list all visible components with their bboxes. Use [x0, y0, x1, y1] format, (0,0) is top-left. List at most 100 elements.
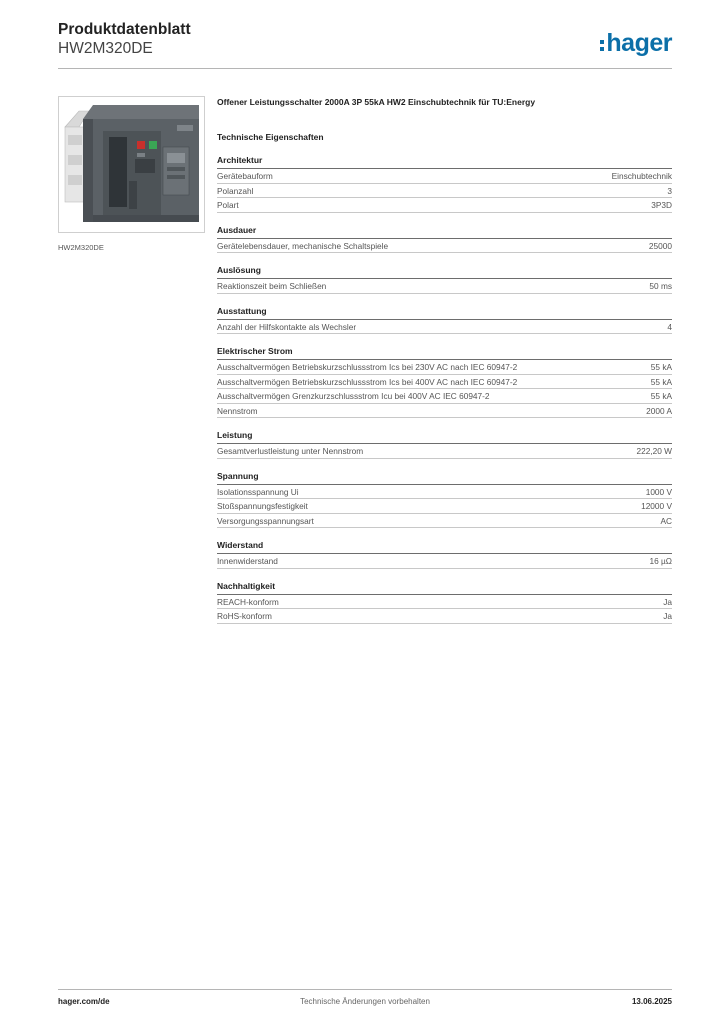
hager-logo[interactable]: hager	[600, 28, 672, 58]
header-divider	[58, 68, 672, 69]
property-label: Ausschaltvermögen Betriebskurzschlussstr…	[217, 362, 518, 372]
tech-section: Ausstattung Anzahl der Hilfskontakte als…	[217, 305, 672, 334]
property-value: AC	[660, 515, 672, 526]
property-label: Polanzahl	[217, 185, 254, 196]
footer-divider	[58, 989, 672, 990]
property-row: Innenwiderstand 16 µΩ	[217, 554, 672, 569]
property-label: Reaktionszeit beim Schließen	[217, 281, 327, 291]
product-image	[58, 96, 205, 233]
property-row: Gerätebauform Einschubtechnik	[217, 169, 672, 184]
section-heading: Spannung	[217, 470, 259, 481]
property-row: Stoßspannungsfestigkeit 12000 V	[217, 499, 672, 514]
circuit-breaker-icon	[64, 105, 199, 222]
section-rows: Ausschaltvermögen Betriebskurzschlussstr…	[217, 360, 672, 418]
section-heading: Widerstand	[217, 540, 264, 550]
property-value: 50 ms	[649, 281, 672, 291]
property-label: Gesamtverlustleistung unter Nennstrom	[217, 446, 364, 456]
footer-date: 13.06.2025	[631, 997, 672, 1006]
property-label: Anzahl der Hilfskontakte als Wechsler	[217, 321, 357, 332]
logo-text: hager	[606, 29, 672, 57]
tech-section: Auslösung Reaktionszeit beim Schließen 50…	[217, 264, 672, 294]
property-value: 55 kA	[650, 376, 672, 387]
property-row: Anzahl der Hilfskontakte als Wechsler 4	[217, 320, 672, 334]
footer-website-link[interactable]: hager.com/de	[58, 997, 110, 1006]
property-label: Gerätelebensdauer, mechanische Schaltspi…	[217, 240, 389, 251]
tech-sections: Architektur Gerätebauform Einschubtechnik…	[217, 154, 672, 624]
section-heading: Elektrischer Strom	[217, 346, 293, 356]
property-label: RoHS-konform	[217, 611, 272, 621]
footer-disclaimer: Technische Änderungen vorbehalten	[300, 997, 430, 1006]
property-row: Reaktionszeit beim Schließen 50 ms	[217, 279, 672, 294]
property-value: 4	[667, 321, 672, 332]
section-rows: Reaktionszeit beim Schließen 50 ms	[217, 279, 672, 294]
property-row: Gerätelebensdauer, mechanische Schaltspi…	[217, 239, 672, 253]
property-value: 222,20 W	[636, 446, 672, 456]
section-heading: Ausstattung	[217, 305, 267, 316]
tech-section: Architektur Gerätebauform Einschubtechnik…	[217, 154, 672, 213]
section-rows: Gesamtverlustleistung unter Nennstrom 222…	[217, 444, 672, 459]
property-value: Ja	[663, 596, 672, 607]
tech-section: Ausdauer Gerätelebensdauer, mechanische …	[217, 224, 672, 253]
property-value: 3P3D	[651, 200, 672, 210]
section-divider	[217, 483, 672, 485]
section-heading: Architektur	[217, 155, 263, 165]
page-header: Produktdatenblatt HW2M320DE hager	[58, 20, 672, 68]
property-row: Ausschaltvermögen Grenzkurzschlussstrom …	[217, 389, 672, 404]
property-row: Polanzahl 3	[217, 184, 672, 198]
page-title: Produktdatenblatt	[58, 21, 191, 38]
section-rows: Isolationsspannung Ui 1000 V Stoßspannungs…	[217, 485, 672, 528]
property-row: Polart 3P3D	[217, 198, 672, 213]
property-row: REACH-konform Ja	[217, 595, 672, 609]
tech-section: Widerstand Innenwiderstand 16 µΩ	[217, 539, 672, 569]
property-row: Ausschaltvermögen Betriebskurzschlussstr…	[217, 360, 672, 375]
logo-dots-icon	[600, 39, 605, 51]
product-code: HW2M320DE	[58, 40, 153, 57]
section-rows: Anzahl der Hilfskontakte als Wechsler 4	[217, 320, 672, 334]
property-label: Isolationsspannung Ui	[217, 486, 299, 497]
section-heading: Auslösung	[217, 265, 261, 275]
property-value: Ja	[663, 611, 672, 621]
property-label: REACH-konform	[217, 596, 279, 607]
property-value: 55 kA	[650, 391, 672, 401]
property-value: 3	[667, 185, 672, 196]
property-label: Gerätebauform	[217, 171, 273, 181]
property-label: Stoßspannungsfestigkeit	[217, 501, 308, 511]
tech-section: Spannung Isolationsspannung Ui 1000 V Stoß…	[217, 470, 672, 528]
tech-section: Elektrischer Strom Ausschaltvermögen Bet…	[217, 345, 672, 418]
property-value: 16 µΩ	[649, 556, 672, 566]
property-label: Polart	[217, 200, 239, 210]
section-divider	[217, 553, 672, 554]
product-content: Offener Leistungsschalter 2000A 3P 55kA …	[217, 95, 672, 624]
property-row: Ausschaltvermögen Betriebskurzschlussstr…	[217, 375, 672, 389]
section-divider	[217, 359, 672, 360]
section-divider	[217, 168, 672, 169]
property-row: Versorgungsspannungsart AC	[217, 514, 672, 528]
section-rows: Gerätelebensdauer, mechanische Schaltspi…	[217, 239, 672, 253]
property-label: Nennstrom	[217, 405, 258, 416]
section-divider	[217, 318, 672, 320]
section-divider	[217, 593, 672, 595]
section-heading: Ausdauer	[217, 224, 257, 235]
property-value: Einschubtechnik	[611, 171, 672, 181]
tech-properties-title: Technische Eigenschaften	[217, 132, 324, 142]
property-row: Gesamtverlustleistung unter Nennstrom 222…	[217, 444, 672, 459]
property-value: 2000 A	[646, 405, 672, 416]
product-image-caption: HW2M320DE	[58, 243, 104, 252]
property-row: Isolationsspannung Ui 1000 V	[217, 485, 672, 499]
property-row: Nennstrom 2000 A	[217, 404, 672, 418]
section-divider	[217, 237, 672, 239]
property-label: Innenwiderstand	[217, 556, 278, 566]
property-label: Versorgungsspannungsart	[217, 515, 314, 526]
property-label: Ausschaltvermögen Betriebskurzschlussstr…	[217, 376, 518, 387]
property-label: Ausschaltvermögen Grenzkurzschlussstrom …	[217, 391, 490, 401]
property-value: 12000 V	[641, 501, 672, 511]
section-heading: Nachhaltigkeit	[217, 580, 276, 591]
property-value: 25000	[648, 240, 672, 251]
property-value: 55 kA	[650, 362, 672, 372]
page-footer: hager.com/de Technische Änderungen vorbe…	[58, 997, 672, 1011]
property-row: RoHS-konform Ja	[217, 609, 672, 624]
property-value: 1000 V	[645, 486, 672, 497]
